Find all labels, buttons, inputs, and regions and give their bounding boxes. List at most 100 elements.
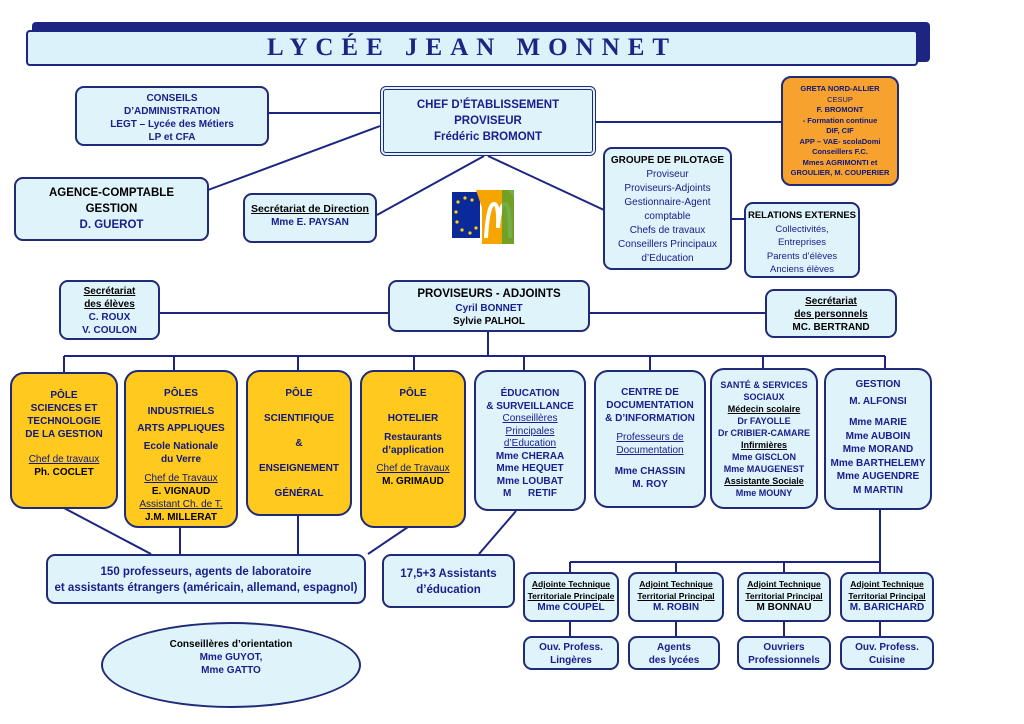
adjoint-technique-4-box: Adjoint Technique Territorial Principal … (840, 572, 934, 622)
cdi-line5: Documentation (616, 445, 684, 456)
relations-line3: Entreprises (777, 237, 827, 248)
at1-line1: Adjointe Technique (531, 579, 611, 589)
assistants-education-box: 17,5+3 Assistants d’éducation (382, 554, 515, 608)
agence-line2: GESTION (85, 203, 138, 215)
secdir-line1: Secrétariat de Direction (251, 203, 369, 215)
sec-personnels-line3: MC. BERTRAND (792, 322, 870, 333)
adjoints-line1: PROVISEURS - ADJOINTS (417, 288, 561, 300)
chef-box: CHEF D’ÉTABLISSEMENT PROVISEUR Frédéric … (380, 86, 596, 156)
education-line4: Principales (505, 425, 555, 437)
sante-line8: Mme MAUGENEST (723, 464, 805, 474)
assistants-ed-line2: d’éducation (416, 584, 481, 596)
agence-comptable-box: AGENCE-COMPTABLE GESTION D. GUEROT (14, 177, 209, 241)
secretariat-direction-box: Secrétariat de Direction Mme E. PAYSAN (243, 193, 377, 243)
pole-indus-line4: Ecole Nationale (143, 441, 219, 452)
groupe-pilotage-box: GROUPE DE PILOTAGE Proviseur Proviseurs-… (603, 147, 732, 270)
sec-personnels-line2: des personnels (794, 309, 868, 320)
pole-indus-line1: PÔLES (164, 388, 198, 399)
sec-eleves-line4: V. COULON (82, 325, 137, 336)
conseils-line2: D’ADMINISTRATION (124, 106, 220, 117)
pole-indus-line2: INDUSTRIELS (147, 406, 215, 417)
greta-line9: GROULIER, M. COUPERIER (790, 168, 890, 177)
pole-sciences-line6: Ph. COCLET (34, 467, 94, 478)
agence-line1: AGENCE-COMPTABLE (48, 187, 174, 199)
agence-line3: D. GUEROT (79, 219, 144, 231)
sante-line3: Médecin scolaire (727, 404, 801, 414)
pole-sciences-line4: DE LA GESTION (25, 429, 103, 440)
relations-externes-box: RELATIONS EXTERNES Collectivités, Entrep… (744, 202, 860, 278)
pole-hotel-line1: PÔLE (399, 388, 427, 399)
secretariat-eleves-box: Secrétariat des élèves C. ROUX V. COULON (59, 280, 160, 340)
at2-line3: M. ROBIN (652, 602, 700, 613)
at1-line3: Mme COUPEL (537, 602, 605, 613)
pole-hotel-line6: M. GRIMAUD (382, 476, 444, 487)
greta-line2: CESUP (827, 94, 853, 104)
education-line3: Conseillères (502, 413, 558, 424)
pilotage-line4: Gestionnaire-Agent (624, 197, 711, 208)
sante-line5: Dr CRIBIER-CAMARE (718, 428, 810, 438)
sante-services-box: SANTÉ & SERVICES SOCIAUX Médecin scolair… (710, 368, 818, 509)
pole-sci-line2: SCIENTIFIQUE (263, 413, 334, 424)
professeurs-line2: et assistants étrangers (américain, alle… (54, 582, 358, 594)
sante-line10: Mme MOUNY (735, 488, 793, 498)
cdi-line4: Professeurs de (616, 432, 684, 443)
pole-hotelier-box: PÔLE HOTELIER Restaurants d’application … (360, 370, 466, 528)
pole-sciences-line2: SCIENCES ET (30, 403, 98, 414)
relations-line2: Collectivités, (775, 223, 829, 235)
gestion-line1: GESTION (855, 379, 901, 390)
cdi-line1: CENTRE DE (621, 387, 679, 398)
cdi-line6: Mme CHASSIN (614, 466, 686, 477)
pole-sciences-line1: PÔLE (50, 390, 78, 401)
cdi-line3: & D’INFORMATION (605, 413, 695, 424)
conseils-box: CONSEILS D’ADMINISTRATION LEGT – Lycée d… (75, 86, 269, 146)
page-title: LYCÉE JEAN MONNET (266, 34, 678, 61)
relations-line5: Anciens élèves (770, 264, 834, 275)
pilotage-line5: comptable (644, 211, 691, 222)
education-line5: d’Education (503, 438, 557, 449)
education-line1: ÉDUCATION (500, 388, 560, 399)
ouv4-line1: Ouv. Profess. (855, 642, 919, 653)
cdi-box: CENTRE DE DOCUMENTATION & D’INFORMATION … (594, 370, 706, 508)
greta-box: GRETA NORD-ALLIER CESUP F. BROMONT - For… (781, 76, 899, 186)
greta-line4: - Formation continue (802, 115, 878, 125)
at3-line2: Territorial Principal (745, 591, 823, 601)
sante-line4: Dr FAYOLLE (737, 416, 791, 426)
agents-lycees-box: Agents des lycées (628, 636, 720, 670)
orientation-ellipse: Conseillères d’orientation Mme GUYOT, Mm… (101, 622, 361, 708)
adjoints-line2: Cyril BONNET (455, 303, 523, 314)
conseils-line1: CONSEILS (146, 93, 198, 104)
gestion-box: GESTION M. ALFONSI Mme MARIE Mme AUBOIN … (824, 368, 932, 510)
chef-line2: PROVISEUR (454, 115, 522, 127)
conseils-line4: LP et CFA (148, 132, 196, 143)
gestion-line6: Mme BARTHELEMY (830, 457, 926, 469)
pole-indus-line7: E. VIGNAUD (151, 486, 211, 497)
pole-indus-line9: J.M. MILLERAT (144, 512, 218, 523)
sante-line7: Mme GISCLON (731, 452, 796, 462)
pole-indus-line5: du Verre (160, 454, 202, 465)
at3-line1: Adjoint Technique (747, 579, 821, 589)
pole-sciences-gestion-box: PÔLE SCIENCES ET TECHNOLOGIE DE LA GESTI… (10, 372, 118, 509)
ouvriers-lingeres-box: Ouv. Profess. Lingères (523, 636, 619, 670)
pole-sci-line1: PÔLE (285, 388, 313, 399)
greta-line7: Conseillers F.C. (812, 147, 868, 156)
ouv4-line2: Cuisine (868, 655, 906, 666)
professeurs-box: 150 professeurs, agents de laboratoire e… (46, 554, 366, 604)
education-line6: Mme CHERAA (495, 450, 565, 462)
relations-line1: RELATIONS EXTERNES (747, 210, 857, 221)
greta-line6: APP – VAE- scolaDomi (799, 136, 881, 146)
greta-line3: F. BROMONT (816, 105, 864, 114)
chef-line1: CHEF D’ÉTABLISSEMENT (416, 99, 560, 111)
pole-sciences-line3: TECHNOLOGIE (27, 416, 101, 427)
pole-indus-line6: Chef de Travaux (144, 473, 218, 484)
at4-line1: Adjoint Technique (850, 579, 924, 589)
professeurs-line1: 150 professeurs, agents de laboratoire (100, 566, 312, 578)
sante-line2: SOCIAUX (743, 392, 785, 402)
gestion-line5: Mme MORAND (842, 444, 914, 455)
ouv1-line1: Ouv. Profess. (539, 642, 603, 653)
ouvriers-cuisine-box: Ouv. Profess. Cuisine (840, 636, 934, 670)
poles-industriels-box: PÔLES INDUSTRIELS ARTS APPLIQUES Ecole N… (124, 370, 238, 528)
sec-eleves-line2: des élèves (84, 299, 135, 310)
ouv3-line2: Professionnels (748, 655, 820, 666)
at2-line2: Territorial Principal (637, 591, 715, 601)
gestion-line7: Mme AUGENDRE (836, 471, 920, 482)
